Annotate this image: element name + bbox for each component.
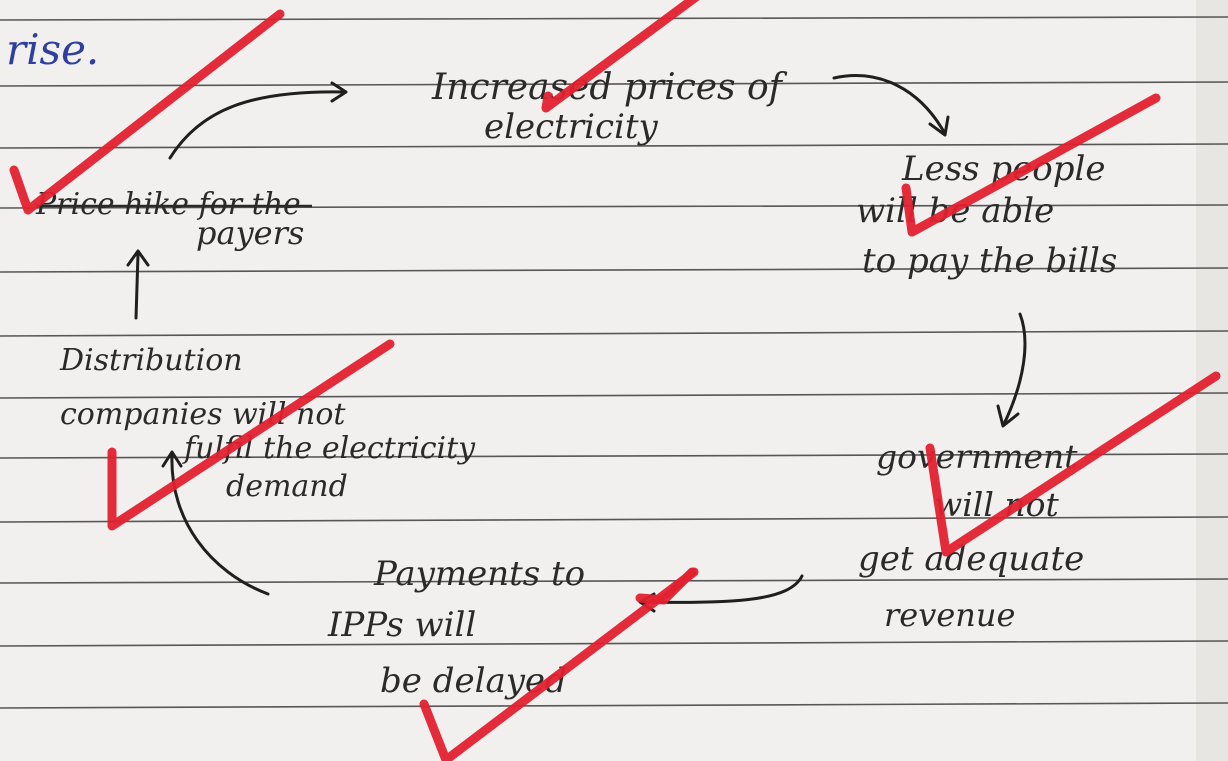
check-mark-icon [419,567,699,761]
check-marks [9,0,1221,761]
node-government-line-4: revenue [884,596,1015,634]
ruled-line [0,640,1228,647]
cycle-arrows [126,74,1027,613]
arrow-line [1002,312,1027,426]
arrow-line [640,574,804,604]
check-mark-icon [541,0,700,113]
ruled-line [0,204,1228,209]
arrow-line [134,252,140,320]
ruled-line [0,702,1228,709]
node-government-line-1: government [876,437,1078,476]
node-distribution-line-4: demand [226,469,348,504]
check-mark-icon [925,371,1221,557]
node-price-hike-line-2: payers [196,214,304,252]
ruled-line [0,516,1228,523]
arrow-head-icon [330,81,348,103]
node-increased-prices-line-1: Increased prices of [431,67,788,108]
ruled-line [0,392,1228,399]
ruled-line [0,267,1228,273]
ruled-line [0,453,1228,459]
node-increased-prices-line-2: electricity [484,107,659,147]
arrow-head-icon [928,115,950,137]
ruled-line [0,578,1228,584]
arrow-line [832,74,946,134]
heading-fragment: rise. [6,25,99,74]
node-less-people: Less people will be able to pay the bill… [856,149,1117,281]
node-price-hike: Price hike for the payers [35,187,312,252]
arrow-payments-to-distribution [161,450,270,596]
arrow-price-hike-to-increased-prices [168,81,348,160]
ruled-line [0,81,1228,87]
arrow-line [170,454,270,596]
node-price-hike-line-1: Price hike for the [35,187,301,222]
ruled-line [0,143,1228,149]
check-mark-icon [9,9,285,215]
node-distribution-line-1: Distribution [59,343,243,378]
ruled-lines [0,16,1228,709]
ruled-line [0,16,1228,21]
node-less-people-line-3: to pay the bills [862,241,1117,281]
arrow-head-icon [996,404,1020,428]
node-payments-line-1: Payments to [373,554,585,594]
arrow-distribution-to-price-hike [126,249,150,320]
arrow-head-icon [126,249,150,267]
node-increased-prices: Increased prices of electricity [431,67,788,147]
check-mark-icon [107,339,395,531]
arrow-less-people-to-government [996,312,1027,428]
node-government-line-3: get adequate [858,539,1084,579]
arrow-increased-prices-to-less-people [832,74,950,137]
arrow-head-icon [161,450,183,468]
node-payments-line-2: IPPs will [327,605,476,645]
check-mark-icon [901,93,1161,237]
arrow-line [168,90,347,160]
